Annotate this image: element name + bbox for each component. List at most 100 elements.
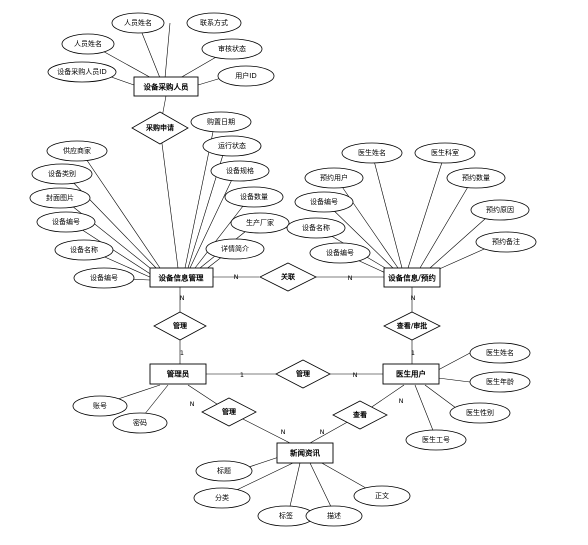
svg-text:密码: 密码 <box>133 418 147 427</box>
cardinality-markers: N N N 1 N 1 1 N N N N N <box>180 273 416 436</box>
relationships: 采购申请 关联 管理 查看/审批 管理 管理 查看 <box>131 111 441 430</box>
attribute-reservation-code-2: 设备编号 <box>309 242 371 264</box>
svg-text:医生工号: 医生工号 <box>422 435 450 444</box>
svg-text:账号: 账号 <box>93 401 107 410</box>
attribute-reservation-doctor-dept: 医生科室 <box>414 142 476 164</box>
cardinality-n: N <box>353 371 358 379</box>
svg-text:预约数量: 预约数量 <box>462 173 490 182</box>
relation-manage-news: 管理 <box>201 397 257 427</box>
cardinality-n: N <box>190 400 195 408</box>
svg-text:医生姓名: 医生姓名 <box>358 148 386 157</box>
attribute-equipment-manufacturer: 生产厂家 <box>230 212 290 234</box>
svg-text:设备编号: 设备编号 <box>310 197 338 206</box>
attribute-purchaser-contact: 联系方式 <box>186 12 242 34</box>
attribute-reservation-equipment-name: 设备名称 <box>286 217 346 239</box>
svg-text:标题: 标题 <box>217 466 231 475</box>
doctor-attributes: 医生姓名 医生年龄 医生性别 医生工号 <box>405 342 531 451</box>
attribute-equipment-quantity: 设备数量 <box>224 186 284 208</box>
svg-text:设备类别: 设备类别 <box>48 169 76 178</box>
entities: 设备采购人员 设备信息管理 设备信息/预约 管理员 医生用户 新闻资讯 <box>133 76 441 464</box>
attribute-equipment-supplier: 供应商家 <box>46 140 108 162</box>
attribute-equipment-purchase-date: 购置日期 <box>190 111 252 133</box>
cardinality-one: 1 <box>411 349 415 357</box>
attribute-purchaser-review-status: 审核状态 <box>201 38 263 60</box>
svg-text:医生用户: 医生用户 <box>396 369 426 379</box>
svg-text:关联: 关联 <box>281 272 296 281</box>
svg-text:设备信息/预约: 设备信息/预约 <box>388 273 436 283</box>
cardinality-one: 1 <box>180 349 184 357</box>
attribute-reservation-doctor-name: 医生姓名 <box>341 142 403 164</box>
svg-text:详情简介: 详情简介 <box>221 244 249 253</box>
svg-text:医生姓名: 医生姓名 <box>486 348 514 357</box>
svg-text:正文: 正文 <box>375 491 389 500</box>
attribute-doctor-age: 医生年龄 <box>469 371 531 393</box>
equipment-attributes: 购置日期 运行状态 供应商家 设备规格 设备类别 设备数量 封面图片 生产厂家 … <box>29 111 290 289</box>
attribute-reservation-note: 预约备注 <box>475 231 537 253</box>
purchaser-attributes: 人员姓名 联系方式 人员姓名 审核状态 设备采购人员ID 用户ID <box>47 12 275 87</box>
attribute-admin-password: 密码 <box>112 412 168 434</box>
relation-purchase-request: 采购申请 <box>131 111 189 145</box>
svg-text:设备采购人员: 设备采购人员 <box>144 82 189 92</box>
attribute-equipment-spec: 设备规格 <box>210 160 270 182</box>
attribute-news-category: 分类 <box>193 487 251 509</box>
cardinality-n: N <box>348 274 353 282</box>
reservation-attributes: 医生姓名 医生科室 预约用户 预约数量 设备编号 预约原因 设备名称 预约备注 … <box>286 142 537 264</box>
attribute-purchaser-name-2: 人员姓名 <box>61 33 115 55</box>
svg-text:设备编号: 设备编号 <box>326 248 354 257</box>
attribute-doctor-gender: 医生性别 <box>449 402 511 424</box>
svg-text:购置日期: 购置日期 <box>207 117 235 126</box>
svg-text:管理: 管理 <box>222 407 236 416</box>
svg-text:采购申请: 采购申请 <box>145 123 174 132</box>
relation-view-news: 查看 <box>332 400 388 430</box>
attribute-equipment-code-2: 设备编号 <box>73 267 135 289</box>
svg-text:设备名称: 设备名称 <box>302 223 330 232</box>
attribute-equipment-name: 设备名称 <box>54 239 114 261</box>
svg-text:医生年龄: 医生年龄 <box>486 377 514 386</box>
svg-text:医生科室: 医生科室 <box>431 148 459 157</box>
entity-doctor-user: 医生用户 <box>382 363 440 385</box>
cardinality-n: N <box>320 428 325 436</box>
attribute-equipment-category: 设备类别 <box>31 163 93 185</box>
attribute-news-title: 标题 <box>195 460 253 482</box>
svg-text:管理员: 管理员 <box>167 369 190 379</box>
svg-text:用户ID: 用户ID <box>235 71 256 80</box>
attribute-reservation-code-1: 设备编号 <box>294 191 354 213</box>
svg-text:人员姓名: 人员姓名 <box>124 18 152 27</box>
entity-news: 新闻资讯 <box>276 442 334 464</box>
entity-equipment-reservation: 设备信息/预约 <box>383 267 441 288</box>
cardinality-n: N <box>234 273 239 281</box>
cardinality-n: N <box>180 294 185 302</box>
svg-text:医生性别: 医生性别 <box>466 408 494 417</box>
connector-lines <box>61 22 501 516</box>
svg-text:标签: 标签 <box>279 511 293 520</box>
relation-view-approve: 查看/审批 <box>383 311 441 341</box>
svg-text:联系方式: 联系方式 <box>200 18 228 27</box>
svg-text:描述: 描述 <box>327 511 341 520</box>
attribute-news-desc: 描述 <box>305 505 363 527</box>
svg-text:查看: 查看 <box>353 410 367 419</box>
svg-text:新闻资讯: 新闻资讯 <box>290 448 320 458</box>
entity-equipment-purchaser: 设备采购人员 <box>133 76 199 97</box>
svg-text:管理: 管理 <box>296 369 310 378</box>
svg-text:人员姓名: 人员姓名 <box>74 39 102 48</box>
svg-text:分类: 分类 <box>215 493 229 502</box>
attribute-purchaser-user-id: 用户ID <box>217 65 275 87</box>
svg-text:预约备注: 预约备注 <box>492 237 520 246</box>
attribute-news-tag: 标签 <box>257 505 315 527</box>
svg-text:设备数量: 设备数量 <box>240 192 268 201</box>
svg-text:运行状态: 运行状态 <box>218 141 246 150</box>
cardinality-n: N <box>411 294 416 302</box>
svg-text:设备规格: 设备规格 <box>226 166 254 175</box>
svg-text:设备编号: 设备编号 <box>90 273 118 282</box>
svg-text:设备编号: 设备编号 <box>52 217 80 226</box>
svg-text:设备信息管理: 设备信息管理 <box>159 273 204 283</box>
svg-text:生产厂家: 生产厂家 <box>246 218 274 227</box>
svg-text:预约原因: 预约原因 <box>486 205 514 214</box>
attribute-reservation-reason: 预约原因 <box>470 199 530 221</box>
attribute-admin-account: 账号 <box>72 395 128 417</box>
relation-association: 关联 <box>259 262 317 292</box>
svg-text:设备名称: 设备名称 <box>70 245 98 254</box>
attribute-purchaser-id: 设备采购人员ID <box>47 61 117 83</box>
cardinality-one: 1 <box>240 371 244 379</box>
